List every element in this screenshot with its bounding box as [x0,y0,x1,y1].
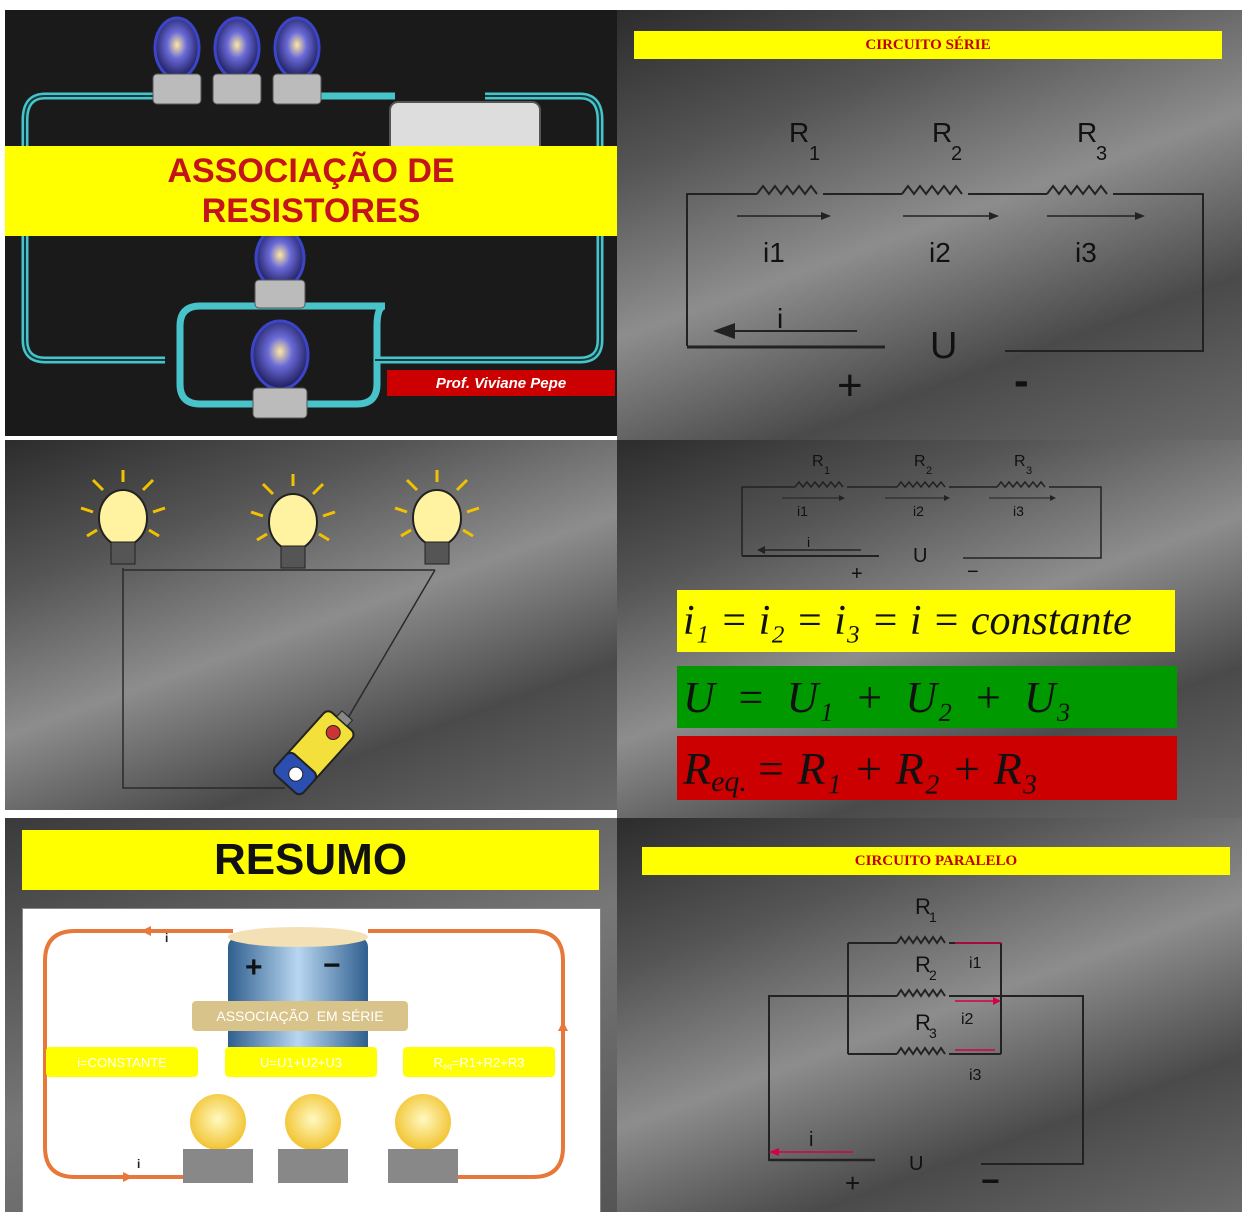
title-banner: ASSOCIAÇÃO DE RESISTORES [5,146,617,236]
par-r3: R [915,1010,931,1035]
battery-icon [228,927,368,1067]
slide-title: ASSOCIAÇÃO DE RESISTORES Prof. Viviane P… [5,10,617,436]
equation-voltages: U = U₁ + U₂ + U₃ [677,666,1177,728]
small-i2: i2 [913,503,924,519]
small-r2-sub: 2 [926,465,932,477]
par-plus: + [845,1168,860,1198]
assoc-series-badge: ASSOCIAÇÃO EM SÉRIE [192,1001,408,1031]
slide-series-circuit: CIRCUITO SÉRIE R 1 R 2 R [617,10,1242,440]
small-plus: + [851,563,863,585]
equation-resistance-lhs: R [683,742,712,794]
par-r1-sub: 1 [929,909,937,925]
small-r3-sub: 3 [1026,465,1032,477]
small-minus: − [967,561,979,583]
current-label-bottom: i [137,1157,141,1171]
label-minus: - [1014,356,1029,405]
slide-summary: RESUMO [5,818,617,1212]
bulbs-battery-illustration [80,470,480,796]
slide-series-equations: R 1 R 2 R 3 i1 i2 i3 i U + − i₁ = i₂ = i… [617,440,1242,818]
slide-parallel-circuit: CIRCUITO PARALELO R 1 [617,818,1242,1212]
par-i1: i1 [969,955,982,972]
voltage-sum-text: U=U1+U2+U3 [259,1054,343,1070]
label-i: i [777,303,783,334]
series-header-text: CIRCUITO SÉRIE [865,36,991,53]
battery-minus-label: − [323,949,341,982]
slide-bulbs-battery [5,440,617,810]
top-bulbs [152,16,322,105]
parallel-header-text: CIRCUITO PARALELO [854,852,1018,869]
constant-current-text: i=CONSTANTE [77,1054,167,1070]
equation-currents: i₁ = i₂ = i₃ = i = constante [677,590,1175,652]
voltage-sum-box: U=U1+U2+U3 [225,1047,377,1077]
author-name: Prof. Viviane Pepe [435,374,567,392]
par-u: U [909,1153,923,1175]
small-r1-sub: 1 [824,465,830,477]
lightbulb-icons [80,470,480,569]
small-r2: R [914,453,926,470]
series-header: CIRCUITO SÉRIE [634,31,1222,59]
resistor-r1 [756,184,818,196]
label-i2: i2 [929,237,951,268]
battery-icon [272,710,355,796]
battery-plus-label: + [245,951,263,984]
assoc-series-text: ASSOCIAÇÃO EM SÉRIE [216,1008,384,1024]
small-u: U [913,545,927,567]
par-r3-sub: 3 [929,1025,937,1041]
par-minus: − [981,1163,1000,1199]
title-line-2: RESISTORES [201,192,421,230]
parallel-header: CIRCUITO PARALELO [642,847,1230,875]
label-plus: + [837,361,863,410]
series-circuit-diagram: R 1 R 2 R 3 i1 i2 i3 i U + - [686,117,1204,410]
par-r2-sub: 2 [929,967,937,983]
equation-resistance-sub: eq. [711,765,747,798]
bulb-circuit-illustration [21,16,604,419]
label-r3: R [1077,117,1097,148]
label-r3-sub: 3 [1096,143,1107,165]
author-banner: Prof. Viviane Pepe [387,370,615,396]
resistance-sum-pre: R [433,1054,443,1070]
label-r2-sub: 2 [951,143,962,165]
par-r2: R [915,952,931,977]
par-i2: i2 [961,1011,974,1028]
summary-diagram: i i + − ASSOCIAÇÃO EM SÉRIE i=CONSTANTE … [22,908,601,1212]
par-i: i [809,1129,813,1151]
resistance-sum-post: =R1+R2+R3 [451,1054,525,1070]
title-line-1: ASSOCIAÇÃO DE [167,152,455,190]
label-r1: R [789,117,809,148]
small-i1: i1 [797,503,808,519]
parallel-circuit-diagram: R 1 R 2 R 3 i1 i2 i3 i U + − [768,894,1084,1199]
label-r1-sub: 1 [809,143,820,165]
label-r2: R [932,117,952,148]
resistor-r3 [1046,184,1108,196]
equation-currents-text: i₁ = i₂ = i₃ = i = constante [683,598,1132,644]
par-r1: R [915,894,931,919]
label-u: U [930,325,957,367]
resistor-r2 [901,184,963,196]
small-r3: R [1014,453,1026,470]
equation-resistance: R eq. = R₁ + R₂ + R₃ [677,736,1177,800]
summary-title: RESUMO [213,835,408,884]
resistance-sum-sub: eq [442,1061,452,1071]
constant-current-box: i=CONSTANTE [46,1047,198,1077]
label-i3: i3 [1075,237,1097,268]
equation-voltages-text: U = U₁ + U₂ + U₃ [683,672,1072,722]
small-i: i [807,534,810,550]
label-i1: i1 [763,237,785,268]
small-i3: i3 [1013,503,1024,519]
equation-resistance-rhs: = R₁ + R₂ + R₃ [754,742,1038,794]
series-circuit-small: R 1 R 2 R 3 i1 i2 i3 i U + − [741,453,1102,585]
par-i3: i3 [969,1067,982,1084]
summary-bulbs [183,1094,458,1183]
small-r1: R [812,453,824,470]
current-label-top: i [165,931,169,945]
summary-title-banner: RESUMO [22,830,599,890]
